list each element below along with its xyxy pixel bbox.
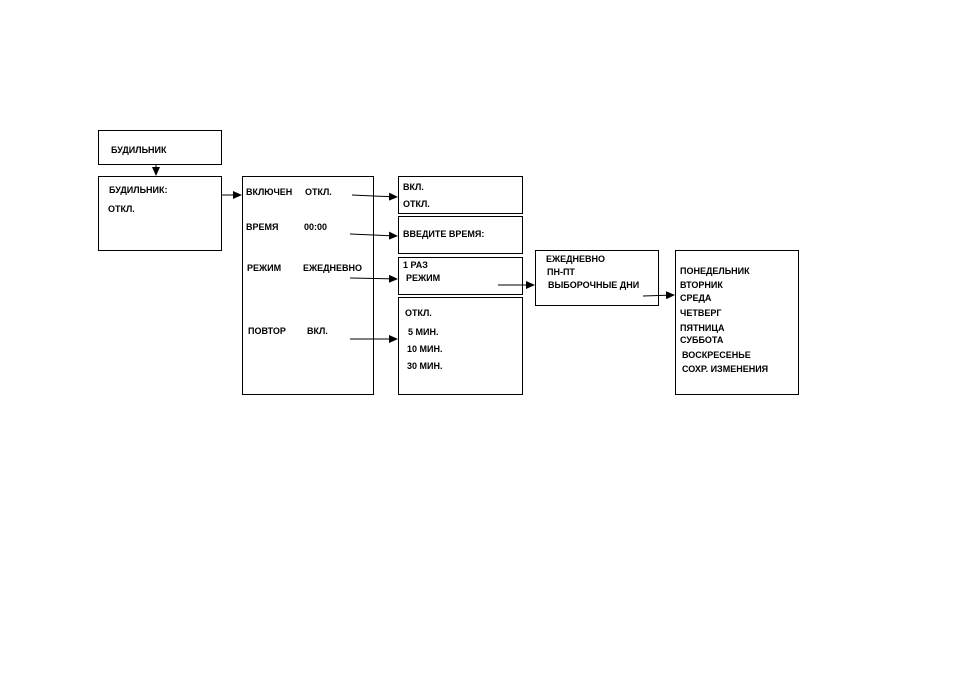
- arrow-time-to-prompt: [350, 234, 397, 236]
- arrow-mode-to-menu: [350, 278, 397, 279]
- arrow-enabled-to-options: [352, 195, 397, 197]
- arrow-selecteddays-to-days: [643, 295, 674, 296]
